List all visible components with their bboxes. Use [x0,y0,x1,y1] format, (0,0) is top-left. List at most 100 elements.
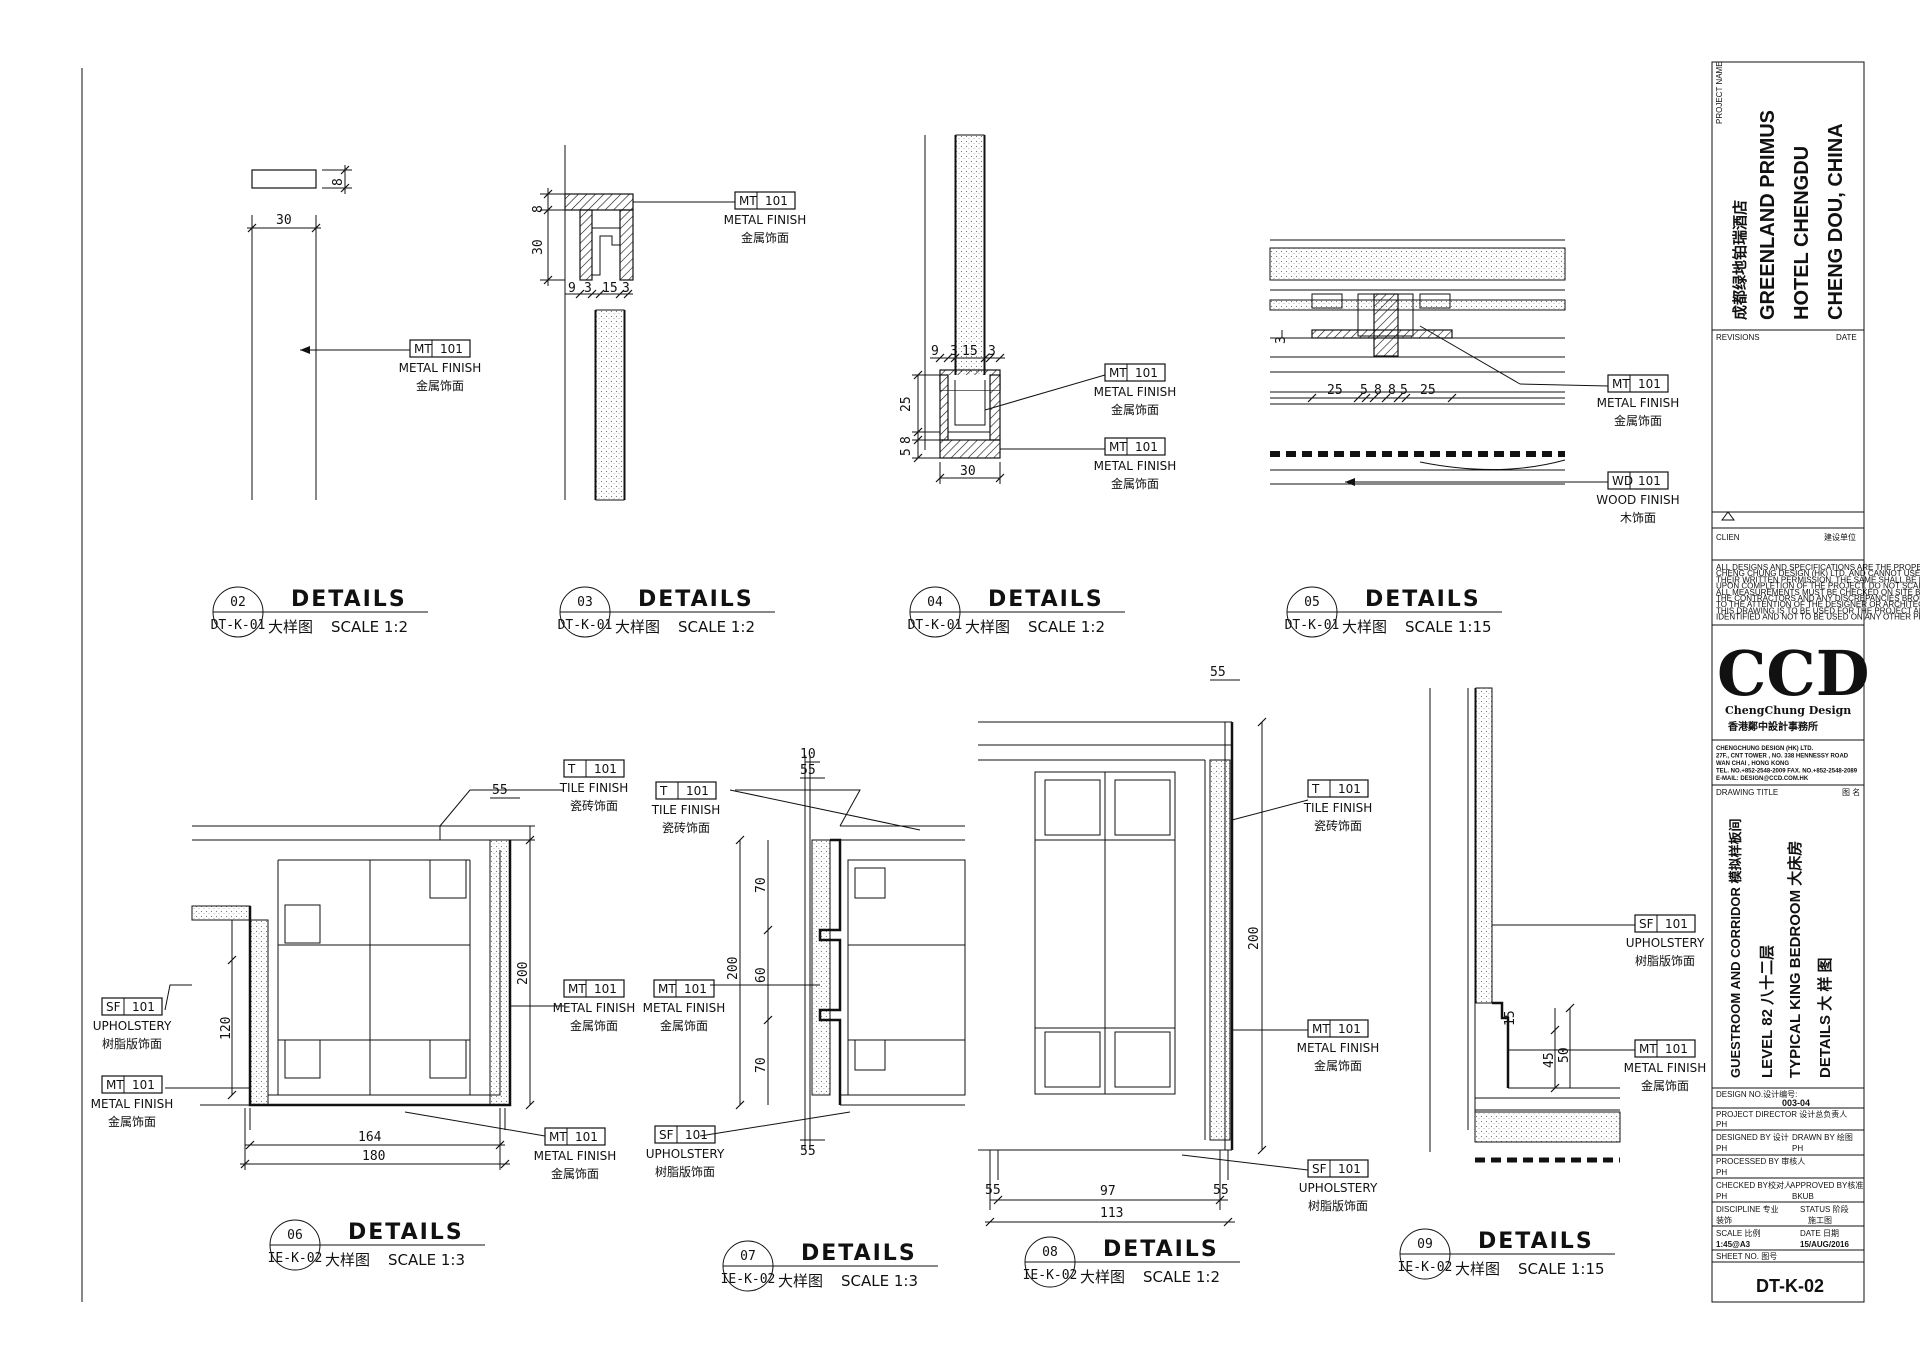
detail-number: 03 [577,595,593,610]
dim-d07-70b: 70 [754,1057,769,1073]
date-value: 15/AUG/2016 [1800,1240,1849,1249]
designed-by: PH [1716,1144,1727,1153]
detail-reference: IE-K-02 [1398,1260,1453,1275]
design-no: 003-04 [1782,1098,1810,1108]
tag-code: MT [1109,366,1127,380]
tag-code: MT [106,1078,124,1092]
project-director: PH [1716,1120,1727,1129]
detail-heading: DETAILS [988,587,1104,612]
company-line: CHENGCHUNG DESIGN (HK) LTD. [1716,746,1814,752]
dim-d02-30: 30 [276,213,292,228]
project-line-1: GREENLAND PRIMUS [1757,110,1779,320]
dim-d04-30: 30 [960,464,976,479]
detail-05-drawing: 3 25 5 8 8 5 25 [1269,239,1609,486]
tag-label-cn: 金属饰面 [108,1114,156,1129]
dim-d07-60: 60 [754,967,769,983]
ccd-logo: CCD [1717,637,1869,710]
dim-d05-3: 3 [1274,336,1289,344]
checked-by-label: CHECKED BY校对人 [1716,1180,1792,1190]
detail-reference: DT-K-01 [1285,618,1340,633]
tag-label-cn: 金属饰面 [660,1018,708,1033]
tag-number: 101 [440,342,463,356]
tag-code: MT [568,982,586,996]
tag-label-cn: 金属饰面 [1641,1078,1689,1093]
tag-label-cn: 金属饰面 [1614,413,1662,428]
detail-06-drawing: 164 180 200 120 55 [164,783,564,1170]
detail-reference: IE-K-02 [721,1272,776,1287]
discipline: 装饰 [1716,1215,1732,1225]
dim-d04-8: 8 [899,436,914,444]
detail-07-drawing: 200 70 60 70 10 55 55 [699,747,966,1159]
tag-number: 101 [575,1130,598,1144]
disclaimer-line: UPON COMPLETION OF THE PROJECT. DO NOT S… [1716,582,1920,591]
detail-heading-cn: 大样图 [1455,1260,1500,1278]
tag-code: SF [1312,1162,1327,1176]
tag-label-en: METAL FINISH [553,1001,636,1015]
date-label: DATE [1836,333,1857,342]
disclaimer-line: THE CONTRACTORS AND ANY DISCREPANCIES BR… [1716,594,1920,603]
drawing-title-cn-label: 图 名 [1842,787,1860,797]
tag-number: 101 [132,1000,155,1014]
tag-number: 101 [1338,1162,1361,1176]
client-label: CLIEN [1716,533,1740,542]
dim-d03-30: 30 [531,239,546,255]
detail-reference: DT-K-01 [558,618,613,633]
detail-reference: IE-K-02 [268,1251,323,1266]
company-info: CHENGCHUNG DESIGN (HK) LTD. 27F., CNT TOW… [1716,746,1858,782]
scale-label: SCALE 比例 [1716,1228,1760,1238]
dim-d04-5: 5 [899,448,914,456]
detail-heading-cn: 大样图 [268,618,313,636]
detail-heading-cn: 大样图 [615,618,660,636]
dim-d08-113: 113 [1100,1206,1123,1221]
tag-label-cn: 金属饰面 [1314,1058,1362,1073]
dim-d05-8b: 8 [1388,383,1396,398]
tag-number: 101 [684,982,707,996]
tag-label-en: METAL FINISH [534,1149,617,1163]
tag-label-cn: 金属饰面 [741,230,789,245]
detail-heading-cn: 大样图 [325,1251,370,1269]
detail-scale: SCALE 1:15 [1405,618,1492,636]
tag-label-cn: 金属饰面 [1111,476,1159,491]
title-col-3: TYPICAL KING BEDROOM 大床房 [1786,841,1804,1078]
title-col-4: DETAILS 大 样 图 [1816,957,1834,1078]
detail-heading: DETAILS [1478,1229,1594,1254]
dim-d06-180: 180 [362,1149,385,1164]
company-line: 27F., CNT TOWER , NO. 338 HENNESSY ROAD [1716,754,1849,760]
dim-d04-9: 9 [931,344,939,359]
tag-label-cn: 金属饰面 [551,1166,599,1181]
tag-code: SF [1639,917,1654,931]
detail-heading: DETAILS [1103,1237,1219,1262]
revisions-label: REVISIONS [1716,333,1760,342]
project-name-cn: 成都绿地铂瑞酒店 [1731,200,1749,320]
disclaimer-line: THIS DRAWING IS TO BE USED FOR THE PROJE… [1716,606,1920,615]
detail-heading-cn: 大样图 [1342,618,1387,636]
disclaimer-line: CHENG CHUNG DESIGN (HK) LTD. AND CANNOT … [1716,569,1920,578]
dim-d09-50: 50 [1557,1047,1572,1063]
project-line-2: HOTEL CHENGDU [1791,146,1813,320]
tag-number: 101 [1338,782,1361,796]
dim-d03-3b: 3 [622,281,630,296]
sheet-number: DT-K-02 [1756,1276,1824,1296]
dim-d07-10: 10 [800,747,816,762]
project-line-3: CHENG DOU, CHINA [1825,123,1847,320]
dim-d05-25b: 25 [1420,383,1436,398]
tag-number: 101 [594,982,617,996]
tag-label-en: TILE FINISH [1303,801,1373,815]
client-cn: 建设单位 [1824,532,1856,542]
tag-code: T [1311,782,1320,796]
dim-d08-55: 55 [1210,665,1226,680]
dim-d06-164: 164 [358,1130,382,1145]
dim-d07-55a: 55 [800,763,816,778]
tag-label-cn: 树脂版饰面 [1635,953,1695,968]
tag-code: MT [1639,1042,1657,1056]
designed-by-label: DESIGNED BY 设计 [1716,1132,1789,1142]
disclaimer-line: TO THE ATTENTION OF THE DESIGNER OR ARCH… [1716,600,1920,609]
tag-code: T [567,762,576,776]
